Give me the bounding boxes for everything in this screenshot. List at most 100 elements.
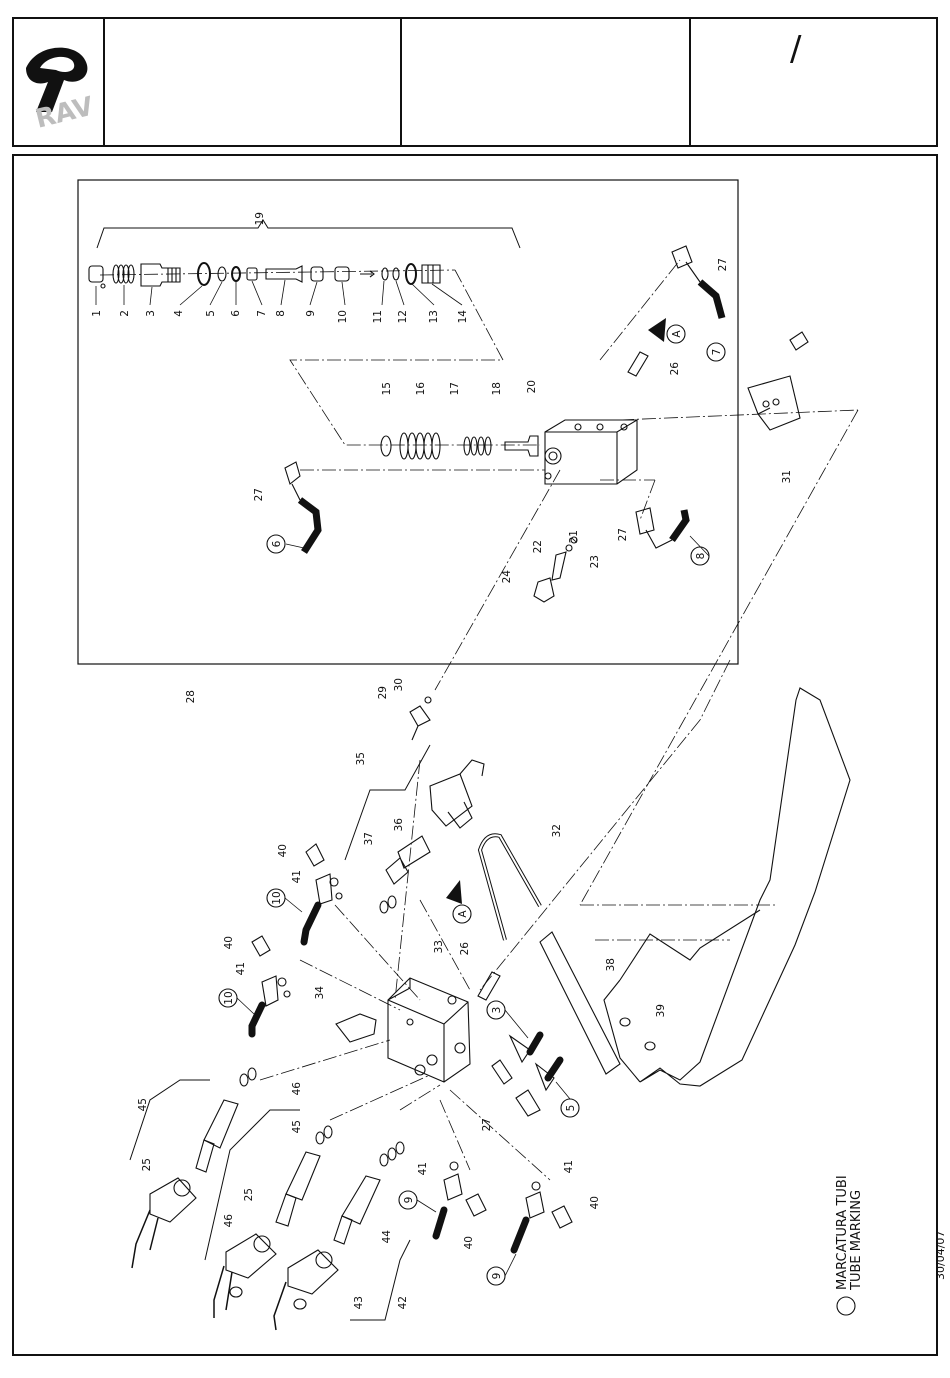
valve-44 [342, 1176, 380, 1224]
part-label-4: 4 [173, 310, 185, 317]
group-19-bracket [97, 220, 520, 248]
fitting-27-left [285, 462, 300, 500]
part-label-40-extra: 40 [463, 1236, 475, 1249]
part-label-39: 39 [655, 1004, 667, 1017]
legend-circle [837, 1297, 855, 1315]
part-label-12: 12 [397, 310, 409, 323]
part-37-solenoid [430, 760, 484, 826]
part-15-disc [381, 436, 391, 456]
valve-25-mid [286, 1152, 320, 1200]
part-label-25-extra: 25 [243, 1188, 255, 1201]
part-24-plug [534, 578, 554, 602]
tube-marker-label-10-3: 10 [271, 891, 283, 904]
bracket-45-upper [130, 1080, 210, 1160]
hose-8 [672, 510, 686, 540]
part-18-piston [505, 436, 538, 456]
legend-line-2: TUBE MARKING [849, 1190, 864, 1291]
part-label-21-0: 21 [568, 530, 580, 543]
part-16-spring [400, 433, 440, 459]
view-marker-label-1: A [457, 910, 469, 918]
part-label-28: 28 [185, 690, 197, 703]
part-4-oring [198, 263, 210, 285]
part-label-10: 10 [337, 310, 349, 323]
part-label-45: 45 [137, 1098, 149, 1111]
part-label-3: 3 [145, 310, 157, 317]
part-label-27-6: 27 [253, 488, 265, 501]
part-5-washer [218, 267, 226, 281]
part-label-5: 5 [205, 310, 217, 317]
part-label-14: 14 [457, 310, 469, 324]
tube-marker-label-10-4: 10 [223, 991, 235, 1004]
part-2-spring [113, 265, 134, 283]
part-label-25: 25 [141, 1158, 153, 1171]
tube-marker-label-6-0: 6 [271, 540, 283, 547]
part-label-41-extra: 41 [235, 962, 247, 975]
part-label-37: 37 [363, 832, 375, 845]
part-label-31: 31 [781, 470, 793, 483]
part-label-32: 32 [551, 824, 563, 837]
part-label-46: 46 [291, 1082, 303, 1096]
part-17-spring [464, 437, 491, 455]
part-label-29: 29 [377, 686, 389, 699]
part-label-36: 36 [393, 818, 405, 832]
exploded-parts-row [89, 263, 440, 288]
hose-3 [530, 1035, 540, 1052]
inset-fittings [285, 246, 808, 602]
hose-9-left [436, 1210, 444, 1236]
part-label-45-extra: 45 [291, 1120, 303, 1133]
rav-logo: RAV [26, 48, 96, 135]
tube-markers [219, 325, 855, 1315]
view-marker-label-0: A [671, 330, 683, 338]
fitting-27-top [672, 246, 700, 282]
part-label-27-7: 27 [617, 528, 629, 541]
part-38-plate [540, 932, 620, 1074]
valve-block-parts [381, 420, 637, 484]
part-label-40-extra: 40 [589, 1196, 601, 1209]
part-label-18: 18 [491, 382, 503, 395]
part-label-15: 15 [381, 382, 393, 395]
hose-10-upper [304, 905, 318, 942]
tube-marker-label-8-2: 8 [695, 553, 707, 560]
fitting-27-right [636, 508, 672, 548]
bracket-31 [748, 376, 800, 430]
part-label-13: 13 [428, 310, 440, 323]
drawing-date: 30/04/07 [934, 1231, 947, 1280]
tube-marker-label-7-1: 7 [711, 349, 723, 356]
view-arrow-bottom [446, 880, 462, 904]
marker-leaders [237, 536, 709, 1276]
bolt-31 [790, 332, 808, 350]
part-22-ring [566, 545, 572, 551]
valve-25-upper [204, 1100, 238, 1148]
part-label-42: 42 [397, 1296, 409, 1309]
hose-9-right [514, 1220, 526, 1250]
part-label-23-2: 23 [589, 555, 601, 568]
part-label-34: 34 [314, 986, 326, 1000]
bolt-40-low-right [552, 1206, 572, 1228]
part-label-40: 40 [277, 844, 289, 857]
part-label-27-8: 27 [481, 1118, 493, 1131]
part-label-1: 1 [91, 310, 103, 317]
hose-7 [700, 282, 722, 318]
part-label-11: 11 [372, 310, 384, 323]
part-29-valve [410, 706, 430, 740]
part-label-35: 35 [355, 752, 367, 765]
part-label-8: 8 [275, 310, 287, 317]
part-label-41-extra: 41 [563, 1160, 575, 1173]
base-frame [640, 688, 850, 1086]
bolt-40-top [306, 844, 324, 866]
part-label-38: 38 [605, 958, 617, 971]
part-10-ball [335, 267, 349, 281]
part-32-tube [480, 835, 540, 940]
lower-assembly [336, 688, 850, 1086]
part-23-valve [552, 552, 566, 580]
part-label-6: 6 [230, 310, 242, 317]
part-label-43: 43 [353, 1296, 365, 1309]
part-label-17: 17 [449, 382, 461, 395]
part-label-26-4: 26 [669, 362, 681, 376]
part-3-body [141, 264, 180, 286]
part-label-30: 30 [393, 678, 405, 691]
fitting-26-top [628, 352, 648, 376]
part-label-41: 41 [291, 870, 303, 883]
part-label-20: 20 [526, 380, 538, 393]
